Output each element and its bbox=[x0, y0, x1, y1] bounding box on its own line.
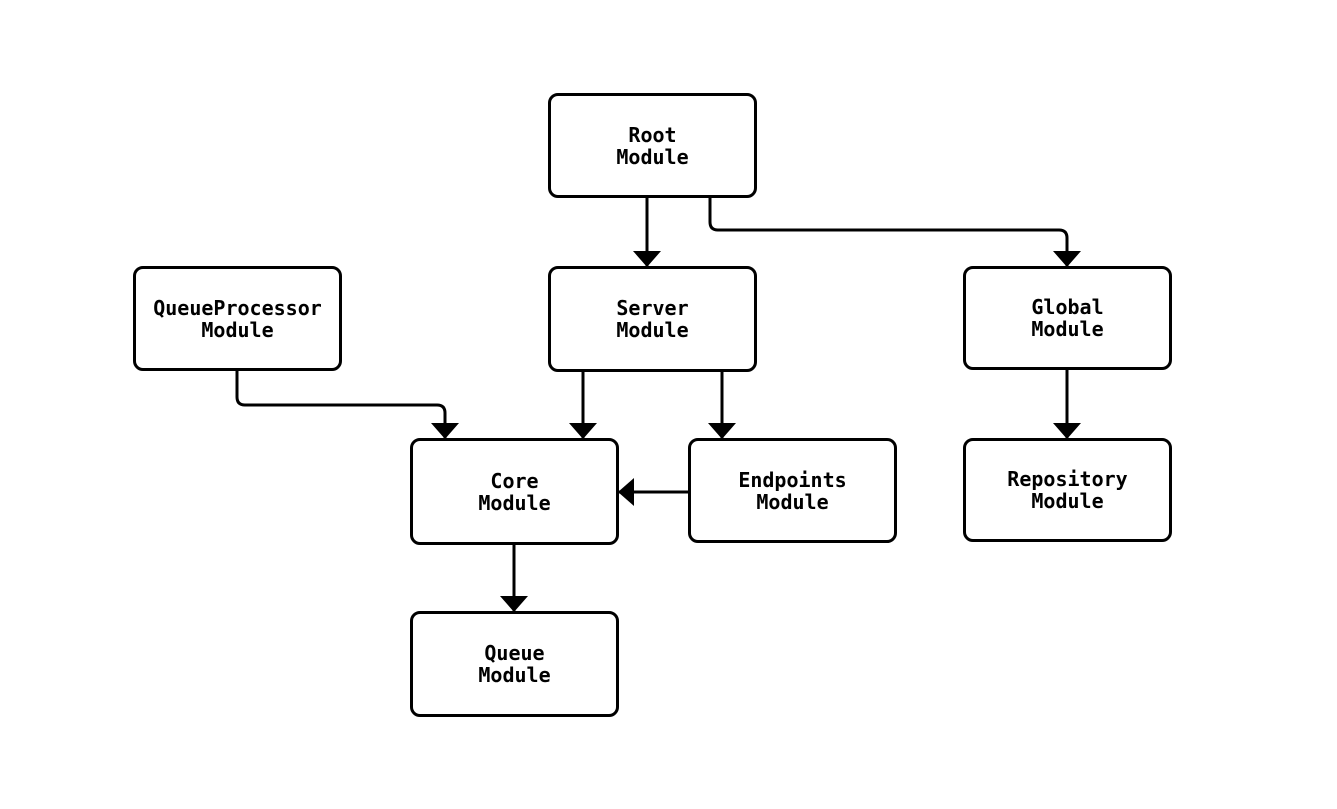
node-label-line1: Server bbox=[616, 296, 689, 320]
edge-queueprocessor-to-core bbox=[235, 371, 459, 439]
node-label-line2: Module bbox=[478, 490, 551, 515]
node-label-line2: Module bbox=[201, 317, 274, 342]
node-label-line2: Module bbox=[478, 663, 551, 687]
edge-root-to-global bbox=[708, 198, 1081, 267]
node-label-line1: Queue bbox=[484, 641, 545, 665]
node-label-line1: Core bbox=[490, 468, 539, 493]
node-label-line2: Module bbox=[1031, 489, 1104, 513]
node-label-line1: Endpoints bbox=[738, 467, 847, 492]
node-label-line2: Module bbox=[756, 489, 829, 514]
node-label-line1: Root bbox=[628, 122, 677, 147]
node-label-line2: Module bbox=[616, 144, 689, 169]
node-label-line1: QueueProcessor bbox=[153, 295, 322, 320]
node-label-line2: Module bbox=[1031, 317, 1104, 341]
node-label-line2: Module bbox=[616, 318, 689, 342]
node-label-line1: Global bbox=[1031, 295, 1104, 319]
node-label-line1: Repository bbox=[1007, 467, 1128, 491]
